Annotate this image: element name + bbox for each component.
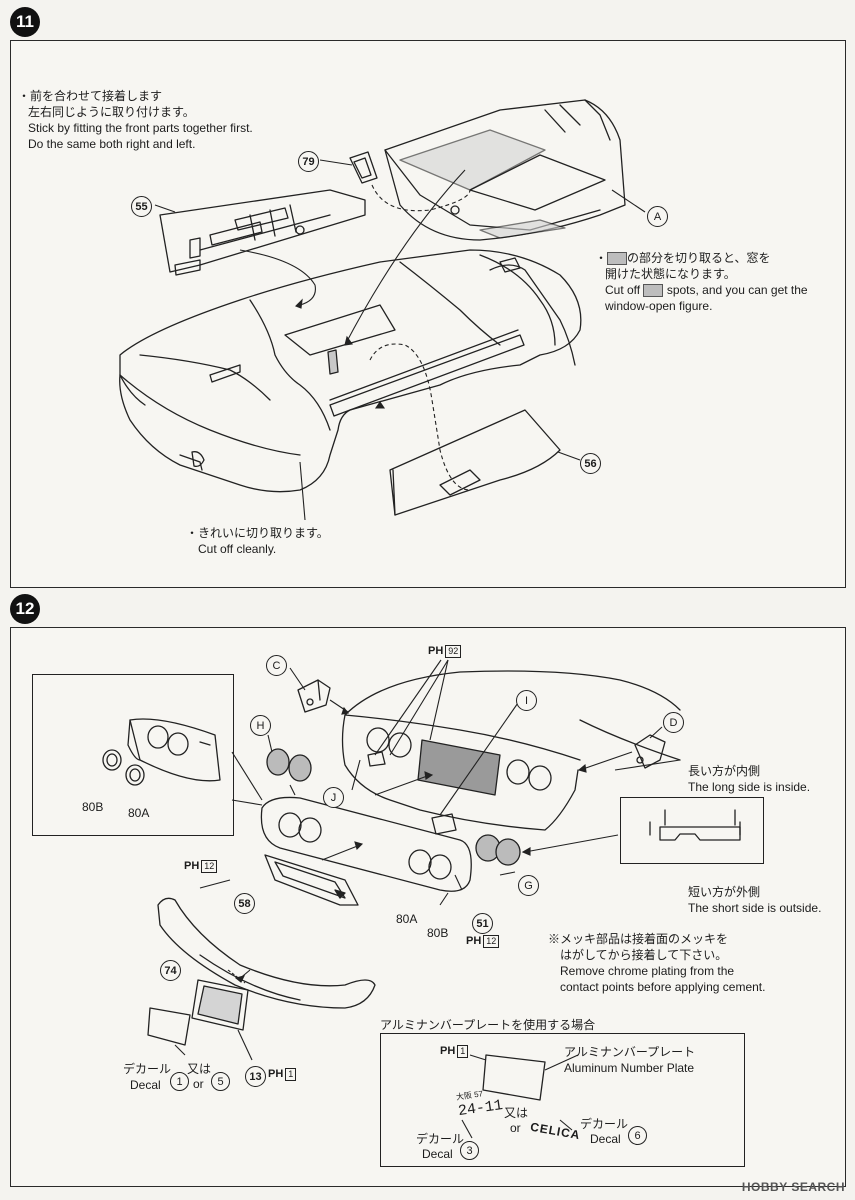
or-jp-left: 又は bbox=[187, 1062, 212, 1076]
chrome-note: ※メッキ部品は接着面のメッキを はがしてから接着して下さい。 Remove ch… bbox=[548, 931, 765, 995]
long-side-en: The long side is inside. bbox=[688, 780, 811, 794]
alu-heading: アルミナンバープレートを使用する場合 bbox=[380, 1018, 596, 1032]
decal-1-callout: 1 bbox=[170, 1072, 189, 1091]
or-en-left: or bbox=[193, 1077, 204, 1091]
part-D-callout: D bbox=[663, 712, 684, 733]
part-58-callout: 58 bbox=[234, 893, 255, 914]
decal-jp-inset-right: デカール bbox=[580, 1117, 629, 1131]
part-13-callout: 13 bbox=[245, 1066, 266, 1087]
short-side-note: 短い方が外側 The short side is outside. bbox=[688, 884, 821, 916]
note-cut-jp: ・きれいに切り取ります。 bbox=[186, 526, 329, 540]
part-74-callout: 74 bbox=[160, 960, 181, 981]
decal-en-left: Decal bbox=[130, 1078, 161, 1092]
part-J-callout: J bbox=[323, 787, 344, 808]
note-window-en1b: spots, and you can get the bbox=[666, 283, 808, 297]
long-side-note: 長い方が内側 The long side is inside. bbox=[688, 763, 810, 795]
part-79-callout: 79 bbox=[298, 151, 319, 172]
decal-jp-left: デカール bbox=[123, 1062, 172, 1076]
step11-note-window: ・の部分を切り取ると、窓を 開けた状態になります。 Cut off spots,… bbox=[595, 251, 808, 313]
hobby-search-watermark: HOBBY SEARCH bbox=[741, 1180, 845, 1194]
step-11-badge: 11 bbox=[10, 7, 40, 37]
gray-swatch-icon bbox=[607, 252, 628, 266]
note-cut-en: Cut off cleanly. bbox=[198, 542, 277, 556]
chrome-jp2: はがしてから接着して下さい。 bbox=[560, 948, 728, 962]
note-top-en2: Do the same both right and left. bbox=[28, 137, 196, 151]
label-80a: 80A bbox=[396, 912, 418, 926]
gray-swatch-icon bbox=[643, 284, 664, 298]
note-window-en1a: Cut off bbox=[605, 283, 641, 297]
part-H-callout: H bbox=[250, 715, 271, 736]
decal-6-callout: 6 bbox=[628, 1126, 647, 1145]
decal-en-inset-right: Decal bbox=[590, 1132, 621, 1146]
part-I-callout: I bbox=[516, 690, 537, 711]
or-en-inset: or bbox=[510, 1121, 521, 1135]
side-detail-inset bbox=[620, 797, 764, 864]
part-56-callout: 56 bbox=[580, 453, 601, 474]
decal-3-callout: 3 bbox=[460, 1141, 479, 1160]
label-80b-inset: 80B bbox=[82, 800, 104, 814]
step11-note-top: ・前を合わせて接着します 左右同じように取り付けます。 Stick by fit… bbox=[18, 88, 253, 152]
note-window-jp2: 開けた状態になります。 bbox=[605, 267, 736, 281]
part-G-callout: G bbox=[518, 875, 539, 896]
decal-en-inset-left: Decal bbox=[422, 1147, 453, 1161]
short-side-en: The short side is outside. bbox=[688, 901, 822, 915]
chrome-jp1: ※メッキ部品は接着面のメッキを bbox=[548, 932, 729, 946]
note-top-jp1: ・前を合わせて接着します bbox=[18, 89, 163, 103]
note-top-jp2: 左右同じように取り付けます。 bbox=[28, 105, 195, 119]
chrome-en2: contact points before applying cement. bbox=[560, 980, 766, 994]
long-side-jp: 長い方が内側 bbox=[688, 764, 761, 778]
chrome-en1: Remove chrome plating from the bbox=[560, 964, 735, 978]
part-C-callout: C bbox=[266, 655, 287, 676]
note-top-en1: Stick by fitting the front parts togethe… bbox=[28, 121, 253, 135]
decal-jp-inset-left: デカール bbox=[416, 1132, 465, 1146]
note-window-jp1: の部分を切り取ると、窓を bbox=[627, 251, 771, 265]
alu-plate-jp: アルミナンバープレート bbox=[564, 1045, 696, 1059]
decal-5-callout: 5 bbox=[211, 1072, 230, 1091]
label-80a-inset: 80A bbox=[128, 806, 150, 820]
label-80b: 80B bbox=[427, 926, 449, 940]
note-window-en2: window-open figure. bbox=[605, 299, 713, 313]
part-A-callout: A bbox=[647, 206, 668, 227]
part-55-callout: 55 bbox=[131, 196, 152, 217]
alu-plate-label: アルミナンバープレート Aluminum Number Plate bbox=[564, 1044, 695, 1076]
part-51-callout: 51 bbox=[472, 913, 493, 934]
alu-plate-en: Aluminum Number Plate bbox=[564, 1061, 695, 1075]
step-12-badge: 12 bbox=[10, 594, 40, 624]
short-side-jp: 短い方が外側 bbox=[688, 885, 761, 899]
or-jp-inset: 又は bbox=[504, 1106, 529, 1120]
step11-note-cut: ・きれいに切り取ります。 Cut off cleanly. bbox=[186, 525, 329, 557]
